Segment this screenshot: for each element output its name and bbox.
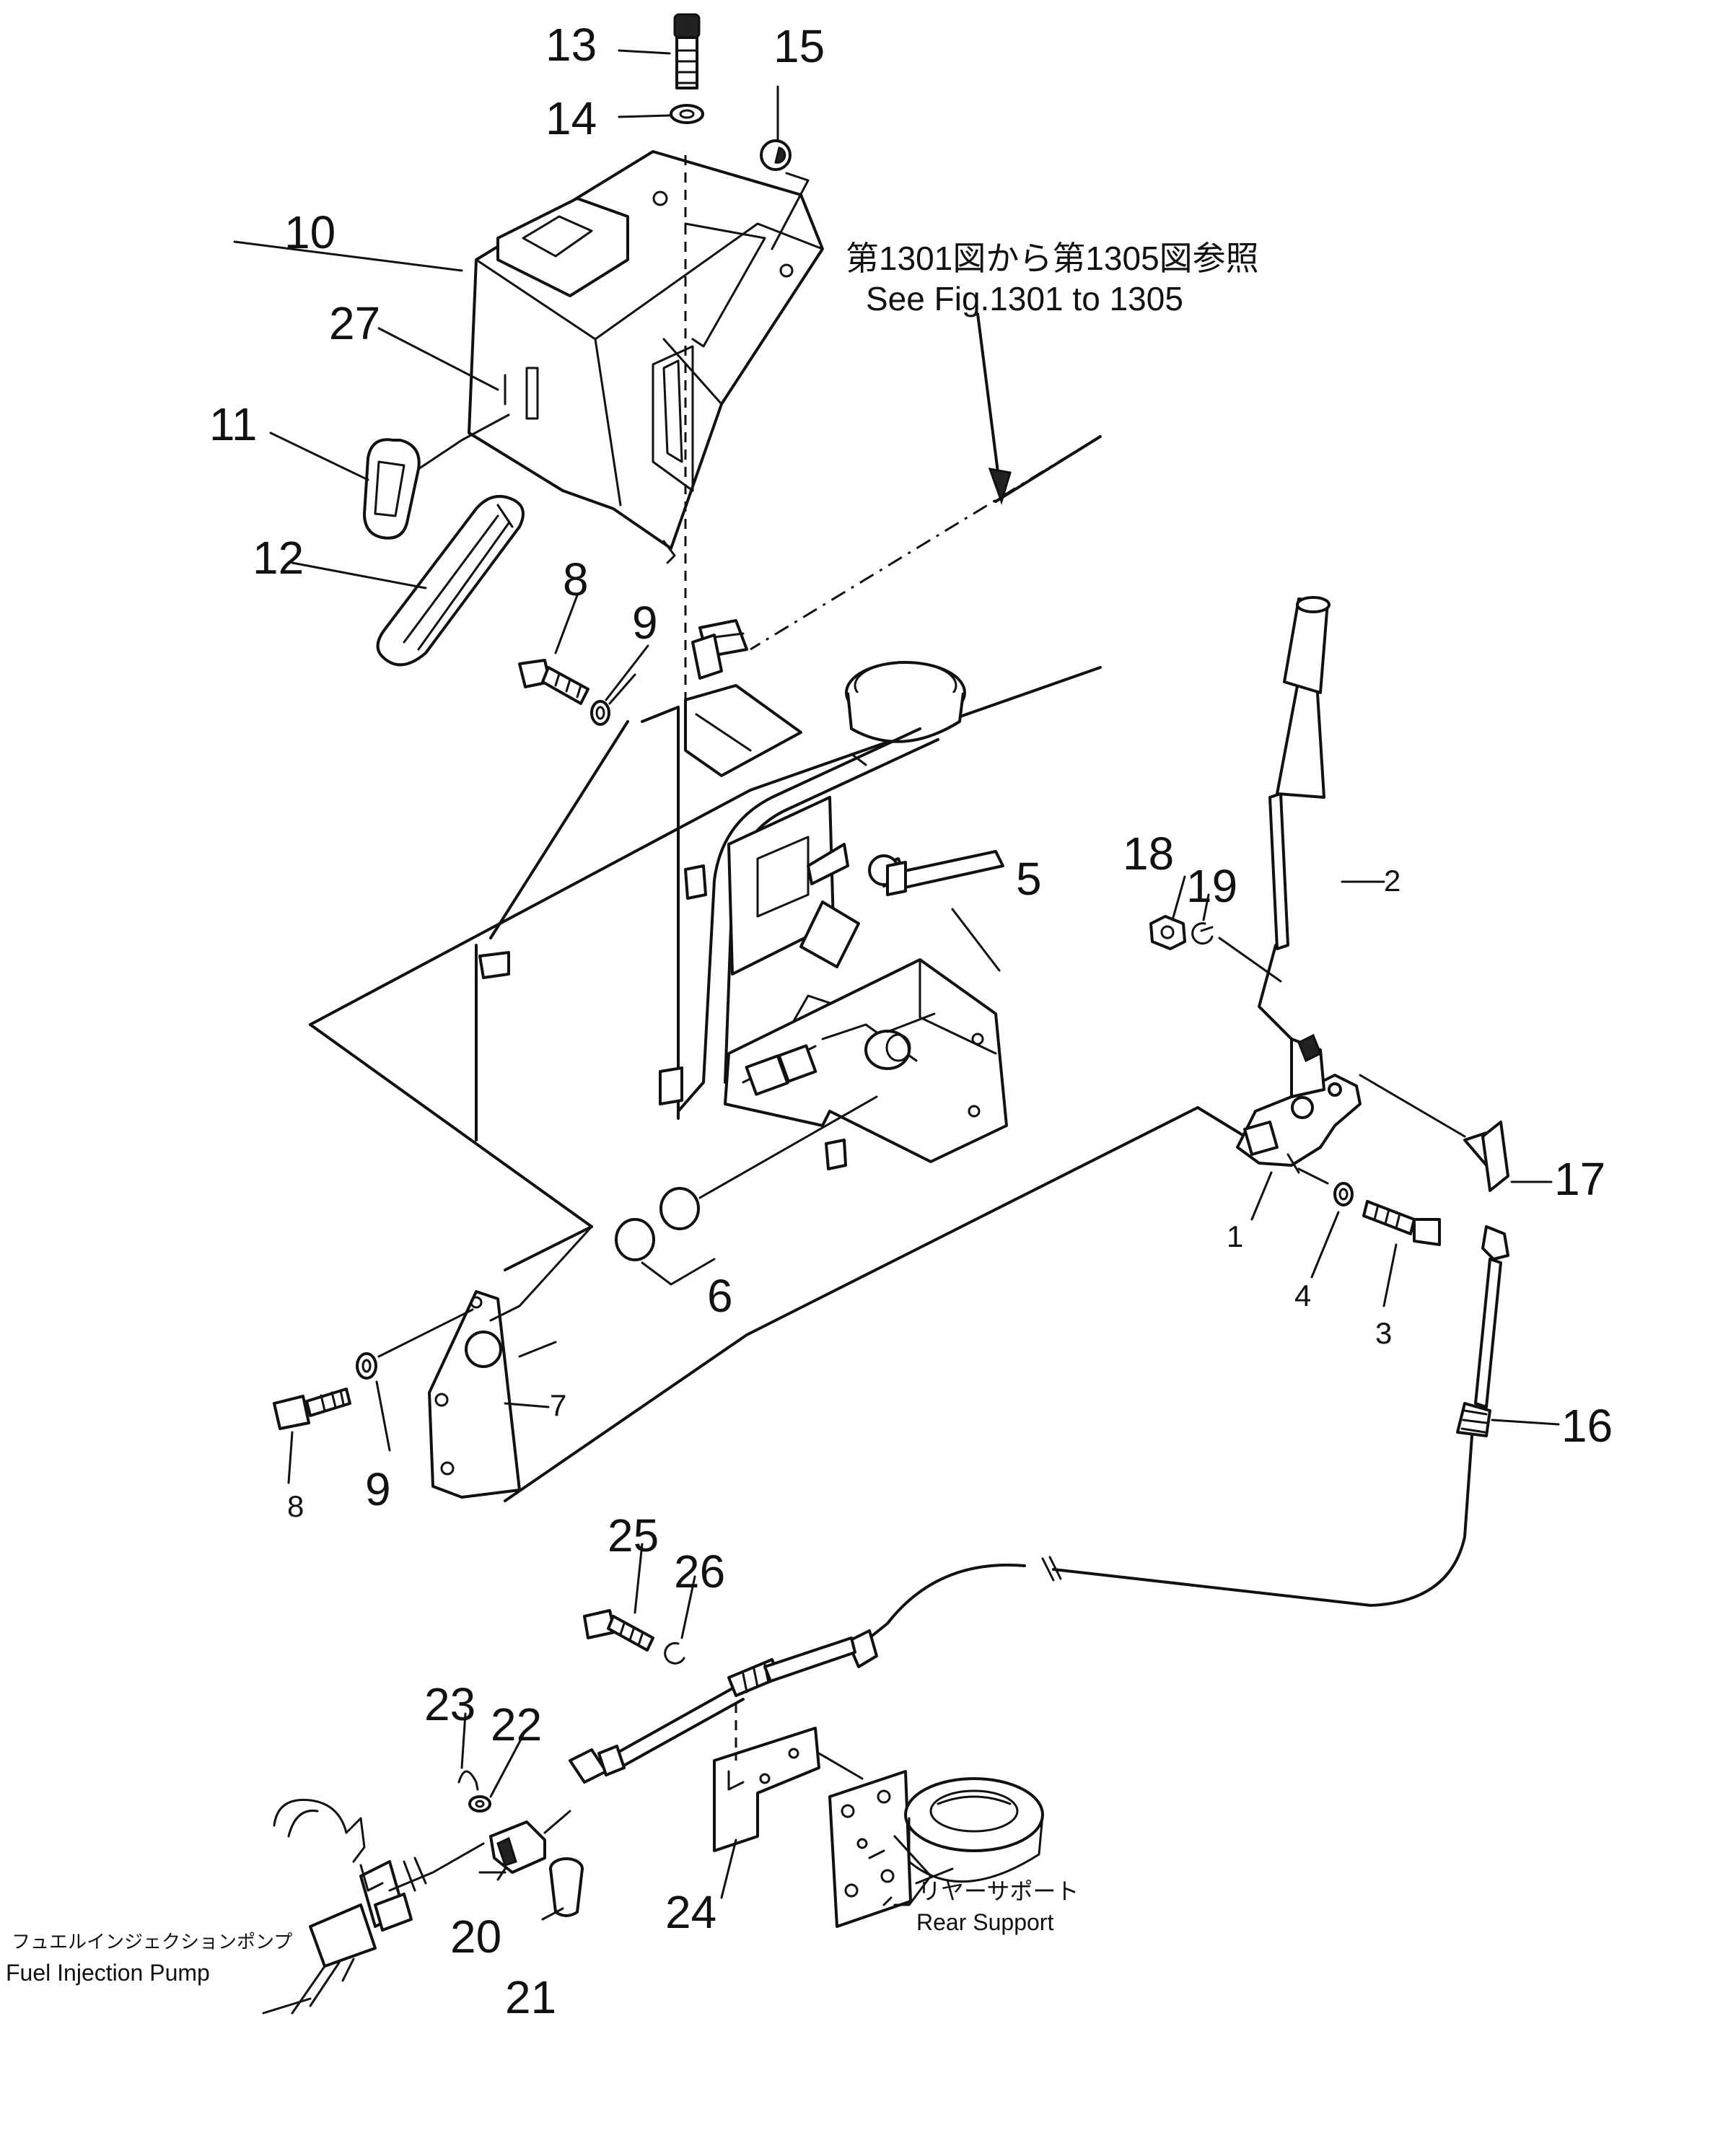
label-21: 21 — [505, 1971, 556, 2023]
control-cable-16 — [569, 1225, 1509, 1784]
washer-4 — [1297, 1167, 1354, 1206]
rear-support-jp: リヤーサポート — [918, 1878, 1079, 1904]
label-24: 24 — [665, 1886, 716, 1938]
label-16: 16 — [1561, 1400, 1613, 1452]
label-7: 7 — [550, 1388, 566, 1422]
bolt-3 — [1362, 1200, 1441, 1246]
fuel-injection-pump — [262, 1798, 485, 2015]
bracket-assembly — [478, 619, 1008, 1170]
label-14: 14 — [545, 92, 597, 144]
rear-support-note: リヤーサポート Rear Support — [916, 1878, 1079, 1935]
pin-21 — [549, 1857, 584, 1917]
label-12: 12 — [253, 532, 304, 584]
plug-15 — [760, 139, 792, 171]
washer-9-lower — [356, 1308, 474, 1452]
fuel-pump-en: Fuel Injection Pump — [6, 1960, 210, 1986]
lever-assembly-1 — [1236, 792, 1362, 1174]
label-27: 27 — [329, 297, 380, 349]
bracket-24 — [713, 1703, 864, 1852]
label-22: 22 — [491, 1699, 542, 1750]
joint-20 — [489, 1810, 571, 1874]
label-15: 15 — [773, 20, 825, 72]
rear-support — [828, 1770, 1044, 1928]
grip-2 — [1276, 596, 1331, 799]
bolt-8-upper — [518, 659, 589, 705]
plate-7 — [428, 1225, 593, 1499]
label-4: 4 — [1294, 1279, 1311, 1312]
ref-note-jp: 第1301図から第1305図参照 — [846, 240, 1259, 277]
label-18: 18 — [1123, 828, 1174, 880]
washer-14 — [670, 104, 704, 124]
label-25: 25 — [608, 1509, 659, 1561]
label-5: 5 — [1016, 853, 1042, 905]
reference-arrow — [976, 312, 1012, 505]
grommet-12 — [376, 494, 525, 667]
label-13: 13 — [545, 19, 597, 71]
bolt-8-lower — [273, 1388, 351, 1484]
washer-26 — [664, 1642, 685, 1665]
washer-9-upper — [590, 700, 610, 726]
label-8-lower: 8 — [287, 1489, 304, 1523]
grommet-11 — [363, 413, 510, 540]
nut-18 — [1149, 915, 1186, 950]
label-19: 19 — [1186, 860, 1237, 912]
rear-support-en: Rear Support — [916, 1909, 1053, 1935]
washer-19 — [1191, 922, 1282, 983]
label-20: 20 — [450, 1911, 501, 1963]
frame-outline — [309, 435, 1264, 1502]
label-6: 6 — [707, 1270, 733, 1322]
label-9-lower: 9 — [365, 1463, 391, 1515]
bolt-25 — [583, 1609, 654, 1652]
reference-note: 第1301図から第1305図参照 See Fig.1301 to 1305 — [846, 240, 1259, 317]
label-17: 17 — [1554, 1153, 1605, 1205]
bushing-6 — [615, 1095, 878, 1286]
leader-lines — [233, 49, 1560, 1921]
console-cover — [468, 150, 824, 564]
label-10: 10 — [284, 206, 336, 258]
fuel-pump-note: フュエルインジェクションポンプ Fuel Injection Pump — [6, 1931, 292, 1986]
leader-9-upper-line — [608, 673, 636, 705]
label-11: 11 — [209, 398, 257, 450]
label-9-upper: 9 — [632, 597, 658, 649]
label-1: 1 — [1227, 1219, 1243, 1253]
bolt-17 — [1359, 1074, 1509, 1192]
label-23: 23 — [424, 1678, 475, 1730]
leader-5-line — [951, 908, 1001, 972]
cotter-pin-23 — [457, 1770, 479, 1791]
fuel-pump-jp: フュエルインジェクションポンプ — [12, 1931, 292, 1952]
washer-22 — [468, 1795, 491, 1813]
label-26: 26 — [674, 1546, 725, 1598]
bolt-13 — [673, 13, 701, 89]
label-3: 3 — [1375, 1316, 1392, 1350]
leader-15-line — [771, 172, 810, 250]
label-8-upper: 8 — [563, 553, 589, 605]
part-labels: 13 14 15 10 27 11 12 8 9 5 18 19 2 17 1 … — [209, 19, 1613, 2023]
ref-note-en: See Fig.1301 to 1305 — [866, 280, 1183, 317]
label-2: 2 — [1384, 864, 1400, 898]
